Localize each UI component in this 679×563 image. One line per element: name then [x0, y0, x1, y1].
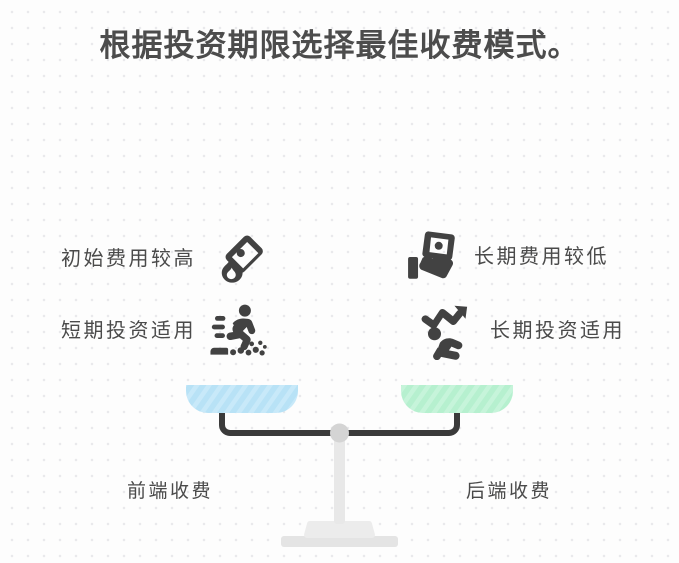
price-tag-flame-icon [210, 230, 268, 288]
feature-row-left-initial-cost: 初始费用较高 [18, 230, 268, 288]
caption-back-end-fee: 后端收费 [465, 481, 552, 502]
feature-row-right-long-term-fit: 长期投资适用 [420, 302, 670, 360]
feature-label: 短期投资适用 [61, 320, 196, 342]
feature-row-right-long-term-cost: 长期费用较低 [404, 228, 654, 286]
feature-label: 长期费用较低 [474, 246, 609, 268]
hand-holding-money-icon [404, 228, 462, 286]
feature-label: 长期投资适用 [490, 320, 625, 342]
sprinter-running-icon [210, 302, 268, 360]
scale-beam [219, 398, 460, 436]
scale-pivot [330, 423, 349, 443]
scale-pan-left [186, 385, 298, 413]
feature-row-left-short-term: 短期投资适用 [18, 302, 268, 360]
caption-front-end-fee: 前端收费 [126, 481, 213, 502]
feature-label: 初始费用较高 [61, 248, 196, 270]
scale-pan-right [401, 385, 513, 413]
runner-growth-arrow-icon [420, 302, 478, 360]
page-title: 根据投资期限选择最佳收费模式。 [99, 28, 580, 63]
